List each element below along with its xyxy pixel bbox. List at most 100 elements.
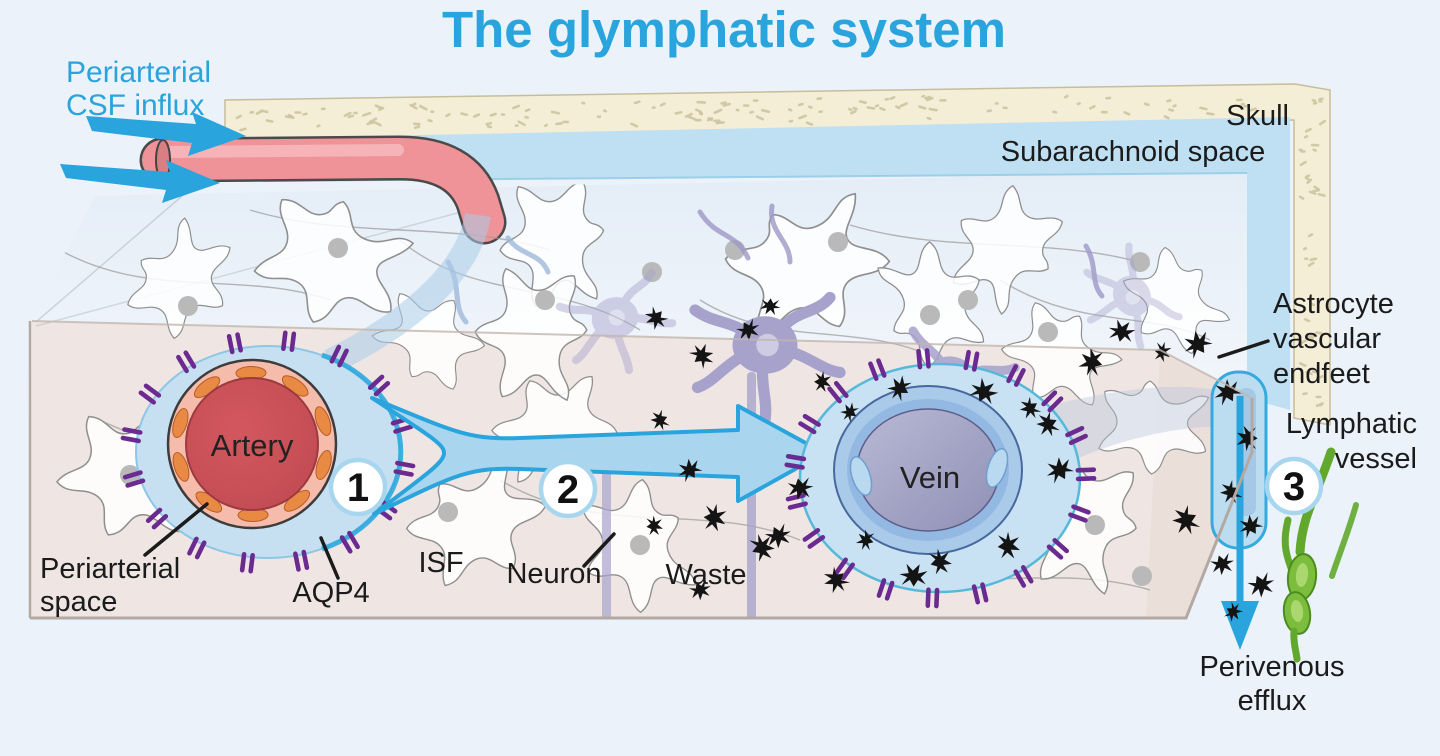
skull-speckle [409,103,418,110]
skull-speckle [788,119,794,123]
skull-speckle [798,114,807,120]
skull-speckle [1317,192,1326,197]
astrocyte-nucleus [1038,322,1058,342]
skull-speckle [445,113,451,118]
astrocyte-nucleus [535,290,555,310]
skull-speckle [889,95,896,101]
skull-speckle [1302,246,1308,251]
skull-speckle [1311,99,1317,103]
artery-tube-highlight [164,144,404,158]
skull-speckle [706,117,714,122]
astrocyte-nucleus [958,290,978,310]
skull-speckle [1310,302,1316,307]
aqp4-channel-icon [963,349,971,371]
astrocyte-nucleus [1085,515,1105,535]
skull-speckle [544,123,548,128]
step-number: 2 [557,468,579,512]
aqp4-channel-icon [395,460,416,469]
lymphatic-label-line1: Lymphatic [1286,408,1417,440]
aqp4-channel-icon [802,527,821,542]
skull-speckle [633,100,641,105]
skull-speckle [347,114,354,119]
skull-speckle [687,115,697,121]
skull-speckle [807,105,813,109]
aqp4-pointer [319,536,340,580]
periarterial-rim [321,352,404,552]
skull-speckle [524,108,531,113]
skull-speckle [1307,233,1314,238]
aqp4-channel-icon [827,386,842,404]
skull-speckle [696,100,707,104]
influx-label-line1: Periarterial [66,56,211,89]
artery-label: Artery [211,428,294,463]
skull-speckle [1089,104,1096,110]
skull-speckle [852,106,858,111]
badge-circle [1264,456,1324,516]
skull-speckle [294,111,302,114]
skull-speckle [1306,178,1313,184]
influx-label-line2: CSF influx [66,89,204,122]
aqp4-channel-icon [785,454,807,462]
skull-speckle [343,111,352,118]
aqp4-channel-icon [183,350,197,369]
skull-speckle [1315,331,1323,335]
skull-speckle [249,110,254,114]
skull-speckle [1302,392,1308,396]
skull-speckle [1168,108,1175,112]
periarterial-space-label-line1: Periarterial [40,553,180,585]
skull-speckle [899,102,908,108]
skull-speckle [430,110,435,114]
skull-speckle [921,94,926,98]
skull-speckle [413,122,421,126]
artery-lumen [185,377,319,511]
skull-speckle [1243,104,1249,108]
skull-band [224,83,1331,426]
aqp4-channel-icon [367,374,385,390]
skull-speckle [517,120,526,127]
astrocyte-nucleus [1132,566,1152,586]
astrocyte-nucleus [328,238,348,258]
skull-speckle [722,102,731,107]
skull-speckle [895,105,901,110]
skull-speckle [797,102,804,107]
aqp4-channel-icon [1068,512,1088,523]
aqp4-channel-icon [971,584,981,605]
skull-speckle [255,110,263,115]
skull-speckle [472,113,481,118]
vein-label: Vein [900,460,960,495]
skull-speckle [1315,395,1322,399]
astrocyte-process [699,299,941,361]
skull-speckle [596,115,602,119]
vein-wall-slot [985,448,1009,488]
skull-speckle [374,104,383,110]
skull-speckle [874,104,880,108]
skull-speckle [924,95,932,100]
aqp4-channel-icon [194,540,207,560]
skull-speckle [805,121,814,126]
aqp4-channel-icon [339,535,353,554]
lymphatic-strand [1329,502,1359,579]
aqp4-channel-icon [1047,396,1064,413]
artery-cross-section: Artery [120,330,416,574]
skull-speckle [684,112,693,118]
aqp4-channel-icon [1052,538,1069,554]
skull-speckle [1318,99,1323,103]
aqp4-channel-icon [143,383,162,398]
skull-speckle [1308,190,1317,195]
aqp4-channel-icon [833,380,849,399]
skull-speckle [581,101,586,105]
aqp4-channel-icon [329,344,342,364]
aqp4-channel-icon [924,348,931,369]
aqp4-channel-icon [807,534,826,549]
step-badge-1: 1 [328,457,388,517]
skull-speckle [562,120,570,124]
csf-isf-flow-arrow-icon [370,396,826,516]
aqp4-channel-icon [347,530,360,550]
skull-speckle [489,112,497,117]
skull-speckle [412,102,417,106]
step-badge-3: 3 [1264,456,1324,516]
astrocyte-nucleus [920,305,940,325]
aqp4-channel-icon [876,578,887,598]
face-separation-edge [31,320,1253,399]
skull-speckle [986,109,993,113]
